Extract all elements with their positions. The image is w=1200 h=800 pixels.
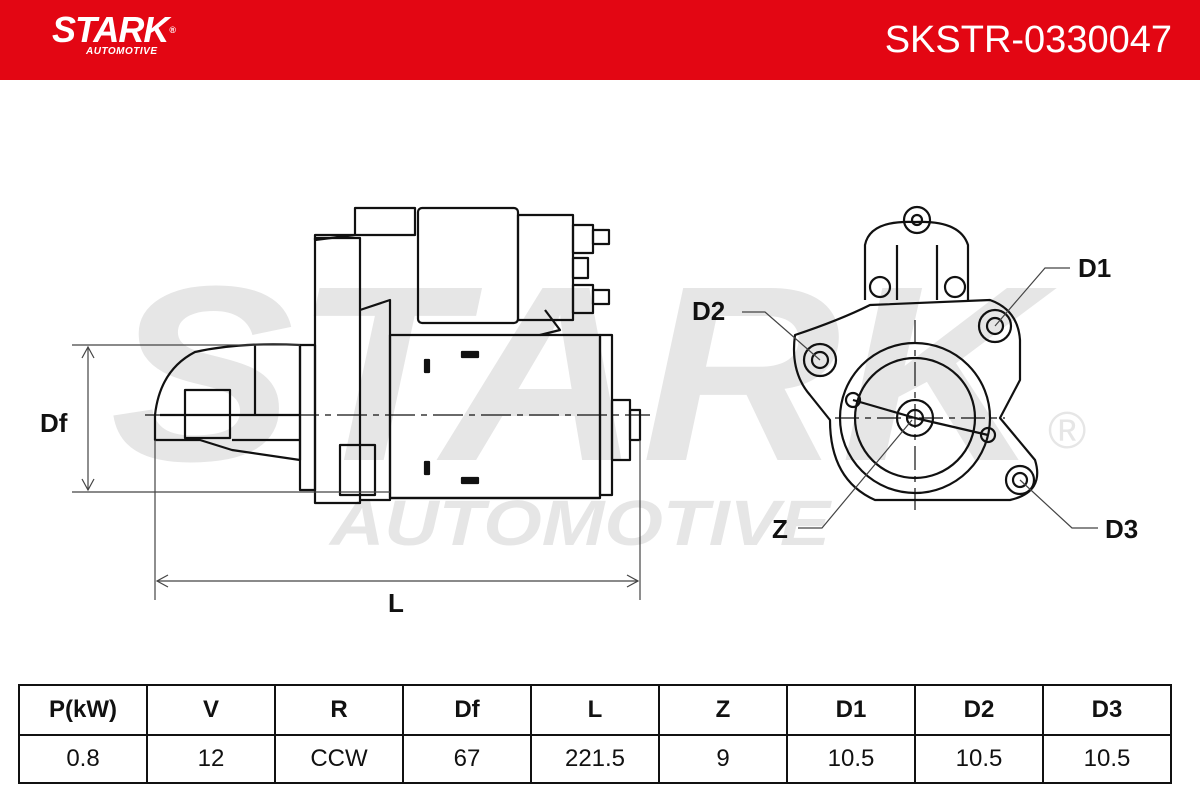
spec-header: D3	[1042, 684, 1172, 736]
spec-header-row: P(kW) V R Df L Z D1 D2 D3	[18, 684, 1172, 736]
watermark-main: STARK	[110, 234, 1057, 513]
spec-value: 10.5	[786, 734, 916, 784]
spec-header: Z	[658, 684, 788, 736]
dimension-lines-side	[72, 344, 641, 600]
label-d3: D3	[1105, 514, 1138, 544]
header-bar: STARK® AUTOMOTIVE SKSTR-0330047	[0, 0, 1200, 80]
spec-table: P(kW) V R Df L Z D1 D2 D3 0.8 12 CCW 67 …	[18, 684, 1172, 784]
spec-value: 0.8	[18, 734, 148, 784]
spec-header: L	[530, 684, 660, 736]
label-l: L	[388, 588, 404, 618]
label-d2: D2	[692, 296, 725, 326]
spec-header: R	[274, 684, 404, 736]
spec-value: 10.5	[1042, 734, 1172, 784]
starter-motor-drawing: STARK AUTOMOTIVE ®	[40, 205, 1138, 618]
watermark-reg: ®	[1048, 402, 1086, 460]
spec-header: Df	[402, 684, 532, 736]
spec-value: 10.5	[914, 734, 1044, 784]
spec-value: 221.5	[530, 734, 660, 784]
spec-value: 9	[658, 734, 788, 784]
brand-sub: AUTOMOTIVE	[86, 46, 158, 57]
watermark: STARK AUTOMOTIVE ®	[110, 234, 1086, 559]
label-df: Df	[40, 408, 68, 438]
brand-name: STARK	[52, 9, 169, 50]
label-z: Z	[772, 514, 788, 544]
leader-lines-front	[742, 267, 1098, 529]
brand-logo: STARK® AUTOMOTIVE	[52, 9, 176, 58]
label-d1: D1	[1078, 253, 1111, 283]
starter-front-view	[792, 205, 1039, 510]
spec-value-row: 0.8 12 CCW 67 221.5 9 10.5 10.5 10.5	[18, 734, 1172, 784]
spec-value: 12	[146, 734, 276, 784]
spec-header: D1	[786, 684, 916, 736]
part-number: SKSTR-0330047	[884, 19, 1172, 61]
spec-header: P(kW)	[18, 684, 148, 736]
registered-mark: ®	[169, 25, 176, 35]
spec-header: D2	[914, 684, 1044, 736]
starter-side-view	[145, 206, 650, 505]
spec-value: 67	[402, 734, 532, 784]
spec-value: CCW	[274, 734, 404, 784]
spec-header: V	[146, 684, 276, 736]
